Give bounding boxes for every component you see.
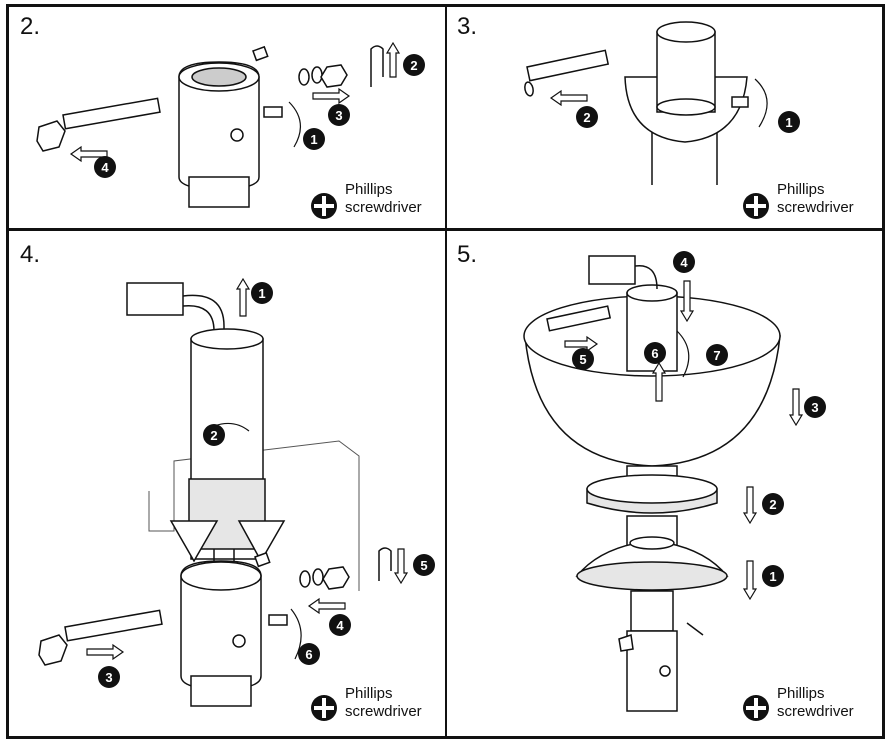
tool-label: Phillips screwdriver xyxy=(345,181,422,217)
callout-5: 5 xyxy=(572,348,594,370)
bolt-shank xyxy=(62,97,161,130)
callout-4: 4 xyxy=(329,614,351,636)
panel-step-2: 2. xyxy=(9,7,445,228)
callout-3: 3 xyxy=(98,666,120,688)
svg-text:1: 1 xyxy=(769,569,776,584)
step-4-illustration: 1 2 3 4 5 6 xyxy=(38,277,435,707)
panel-step-4: 4. xyxy=(9,231,445,736)
arrow-down xyxy=(742,560,758,601)
step-number: 3. xyxy=(457,13,478,40)
tool-name-line1: Phillips xyxy=(345,685,393,702)
callout-6: 6 xyxy=(298,643,320,665)
bolt-shank xyxy=(64,609,163,642)
svg-text:6: 6 xyxy=(305,647,312,662)
svg-text:2: 2 xyxy=(583,110,590,125)
svg-text:4: 4 xyxy=(101,160,109,175)
arrow-up xyxy=(385,41,401,78)
step-number: 4. xyxy=(20,241,41,268)
cross-pin xyxy=(526,49,610,82)
callout-2: 2 xyxy=(576,106,598,128)
tool-name-line1: Phillips xyxy=(777,685,825,702)
svg-text:3: 3 xyxy=(335,108,342,123)
arrow-right xyxy=(312,87,351,105)
tool-name-line2: screwdriver xyxy=(345,703,422,720)
tool-name-line2: screwdriver xyxy=(777,703,854,720)
callout-2: 2 xyxy=(203,424,225,446)
callout-1: 1 xyxy=(251,282,273,304)
nut xyxy=(320,64,348,88)
callout-4: 4 xyxy=(673,251,695,273)
arrow-down xyxy=(393,548,409,585)
callout-3: 3 xyxy=(328,104,350,126)
svg-text:7: 7 xyxy=(713,348,720,363)
panel-step-5: 5. xyxy=(447,231,882,736)
callout-1: 1 xyxy=(762,565,784,587)
phillips-head-icon xyxy=(311,193,337,219)
divider-horizontal xyxy=(6,228,885,231)
svg-text:1: 1 xyxy=(258,286,265,301)
step-number: 5. xyxy=(457,241,478,268)
callout-3: 3 xyxy=(804,396,826,418)
wire-connector xyxy=(588,255,636,285)
coupler-base xyxy=(188,176,250,208)
nut xyxy=(322,566,350,590)
phillips-head-icon xyxy=(743,695,769,721)
arrow-down xyxy=(788,388,804,427)
bolt-head xyxy=(38,634,68,666)
arrow-down xyxy=(742,486,758,525)
phillips-head-icon xyxy=(743,193,769,219)
step-number: 2. xyxy=(20,13,41,40)
svg-text:3: 3 xyxy=(811,400,818,415)
callout-2: 2 xyxy=(403,54,425,76)
arrow-up xyxy=(235,277,251,317)
svg-text:4: 4 xyxy=(336,618,344,633)
step-5-illustration: 1 2 3 4 5 6 7 xyxy=(523,251,826,712)
step-2-illustration: 1 2 3 4 xyxy=(36,41,425,208)
svg-text:6: 6 xyxy=(651,346,658,361)
mounting-ring xyxy=(586,474,718,504)
svg-text:1: 1 xyxy=(785,115,792,130)
arrow-left xyxy=(307,597,346,615)
arrow-left xyxy=(549,89,588,107)
svg-text:3: 3 xyxy=(105,670,112,685)
bolt-head xyxy=(36,120,66,152)
svg-text:1: 1 xyxy=(310,132,317,147)
hitch-pin xyxy=(370,45,384,87)
cross-pin xyxy=(546,305,612,332)
svg-text:2: 2 xyxy=(410,58,417,73)
panel-step-3: 3. 1 xyxy=(447,7,882,228)
callout-6: 6 xyxy=(644,342,666,364)
divider-vertical xyxy=(445,4,447,739)
tool-name-line2: screwdriver xyxy=(345,199,422,216)
arrow-right xyxy=(564,335,599,353)
hitch-pin xyxy=(378,547,392,581)
callout-1: 1 xyxy=(303,128,325,150)
tool-name-line2: screwdriver xyxy=(777,199,854,216)
svg-text:4: 4 xyxy=(680,255,688,270)
arrow-down xyxy=(679,280,695,323)
svg-text:5: 5 xyxy=(579,352,586,367)
tool-label: Phillips screwdriver xyxy=(777,685,854,721)
svg-text:2: 2 xyxy=(769,497,776,512)
step-3-illustration: 1 2 xyxy=(524,21,800,185)
wire-connector xyxy=(126,282,184,316)
tool-name-line1: Phillips xyxy=(345,181,393,198)
arrow-right xyxy=(86,643,125,661)
callout-7: 7 xyxy=(706,344,728,366)
svg-text:2: 2 xyxy=(210,428,217,443)
callout-2: 2 xyxy=(762,493,784,515)
arrow-up xyxy=(651,361,667,402)
tool-label: Phillips screwdriver xyxy=(345,685,422,721)
callout-1: 1 xyxy=(778,111,800,133)
phillips-head-icon xyxy=(311,695,337,721)
callout-4: 4 xyxy=(94,156,116,178)
callout-5: 5 xyxy=(413,554,435,576)
svg-text:5: 5 xyxy=(420,558,427,573)
tool-label: Phillips screwdriver xyxy=(777,181,854,217)
tool-name-line1: Phillips xyxy=(777,181,825,198)
